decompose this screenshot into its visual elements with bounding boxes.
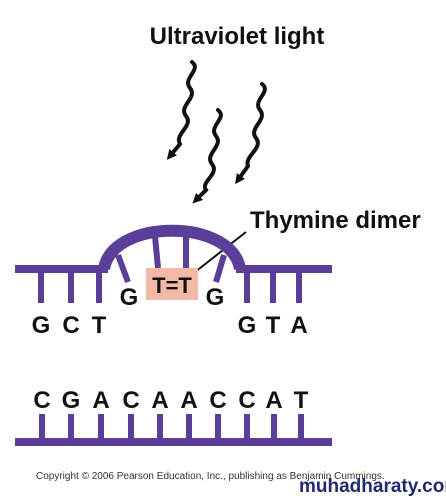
title-ultraviolet-light: Ultraviolet light xyxy=(150,23,325,50)
base-letter: A xyxy=(92,387,109,414)
base-letter: C xyxy=(238,387,255,414)
base-letter: T xyxy=(294,387,309,414)
uv-ray-2 xyxy=(192,108,223,204)
base-letter: A xyxy=(151,387,168,414)
base-letter: A xyxy=(265,387,282,414)
base-letter: C xyxy=(122,387,139,414)
uv-rays xyxy=(166,60,267,204)
base-letter: G xyxy=(238,312,257,339)
base-letter: C xyxy=(62,312,79,339)
base-letter: A xyxy=(290,312,307,339)
base-letter: T xyxy=(266,312,281,339)
base-letter: G xyxy=(32,312,51,339)
base-letter: C xyxy=(209,387,226,414)
top-strand xyxy=(15,224,332,303)
thymine-dimer: T=T xyxy=(146,268,198,300)
base-letter: G xyxy=(62,387,81,414)
top-backbone-bulge xyxy=(98,224,246,271)
base-letter-bulge: G xyxy=(120,284,139,311)
base-letter: T xyxy=(92,312,107,339)
bulge-rung xyxy=(213,254,227,283)
bottom-strand-bases: C G A C A A C C A T xyxy=(33,387,308,414)
base-letter: A xyxy=(180,387,197,414)
bulge-rung xyxy=(115,253,131,284)
top-strand-bases: G C T G G G T A xyxy=(32,284,308,339)
dimer-box xyxy=(146,268,198,300)
bulge-rung xyxy=(152,235,161,269)
base-letter-bulge: G xyxy=(206,284,225,311)
uv-ray-3 xyxy=(235,82,267,185)
label-thymine-dimer: Thymine dimer xyxy=(250,207,421,234)
copyright-text: Copyright © 2006 Pearson Education, Inc.… xyxy=(36,471,385,482)
watermark-text: muhadharaty.com xyxy=(299,476,446,497)
base-letter: C xyxy=(33,387,50,414)
dimer-pointer-line xyxy=(189,231,247,277)
uv-ray-1 xyxy=(166,60,197,160)
bottom-strand xyxy=(15,414,332,446)
dimer-text: T=T xyxy=(152,273,192,298)
